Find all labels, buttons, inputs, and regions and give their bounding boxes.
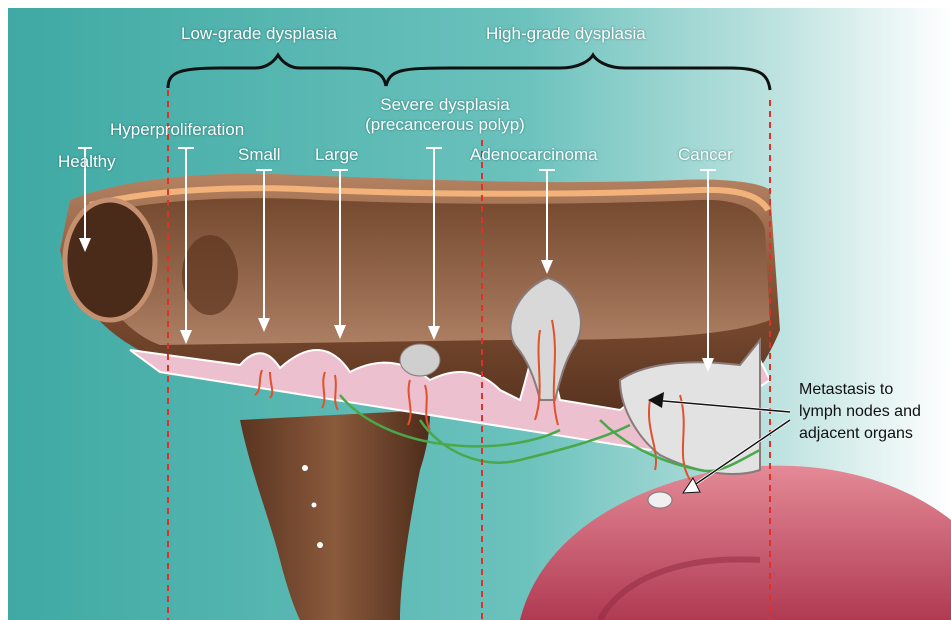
severe-dysplasia-line1: Severe dysplasia — [350, 95, 540, 115]
low-grade-dysplasia-label: Low-grade dysplasia — [181, 24, 337, 44]
severe-dysplasia-line2: (precancerous polyp) — [350, 115, 540, 135]
metastasis-line2: lymph nodes and — [799, 401, 921, 423]
small-label: Small — [238, 145, 281, 165]
severe-dysplasia-polyp — [400, 344, 440, 376]
metastasis-caption: Metastasis to lymph nodes and adjacent o… — [799, 379, 921, 445]
severe-dysplasia-label: Severe dysplasia (precancerous polyp) — [350, 95, 540, 135]
large-label: Large — [315, 145, 358, 165]
healthy-label: Healthy — [58, 152, 116, 172]
colon-opening — [65, 200, 155, 320]
highlight-dot — [312, 503, 317, 508]
hyperproliferation-label: Hyperproliferation — [110, 120, 244, 140]
high-grade-dysplasia-label: High-grade dysplasia — [486, 24, 646, 44]
highlight-dot — [317, 542, 323, 548]
cancer-label: Cancer — [678, 145, 733, 165]
metastasis-line3: adjacent organs — [799, 423, 921, 445]
metastasis-line1: Metastasis to — [799, 379, 921, 401]
highlight-dot — [302, 465, 308, 471]
lymph-node — [648, 492, 672, 508]
adenocarcinoma-label: Adenocarcinoma — [470, 145, 598, 165]
